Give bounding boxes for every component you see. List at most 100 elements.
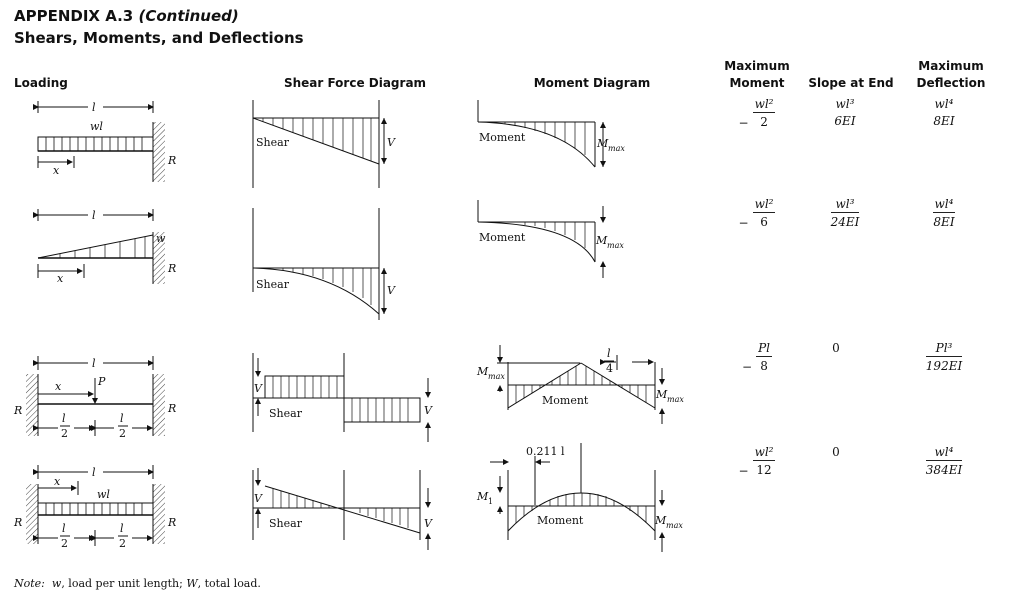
row4-dist-label: 0.211 l [526, 445, 565, 458]
row1-V-label: V [387, 136, 396, 149]
header-max-moment-line1: Maximum [724, 59, 790, 73]
row3-moment-num: Pl [756, 341, 772, 357]
row4-moment-label: Moment [537, 514, 584, 527]
header-max-moment: Maximum Moment [712, 58, 802, 92]
row1-x-label: x [53, 164, 60, 177]
row1-defl-fraction: wl⁴ 8EI [933, 97, 956, 128]
row3-Mmax-right-label: M [655, 388, 668, 401]
row2-shear-diagram: Shear V [252, 208, 396, 320]
row3-shear-label: Shear [269, 407, 303, 420]
row4-V-right-label: V [424, 517, 433, 530]
row4-moment-sign: − [738, 463, 749, 478]
row1-defl-num: wl⁴ [934, 97, 954, 111]
row2-moment-sign: − [738, 215, 749, 230]
row4-half1-den: 2 [61, 537, 68, 550]
row4-shear-label: Shear [269, 517, 303, 530]
row2-moment-num: wl² [752, 197, 776, 213]
row4-Mmax-sub: max [666, 521, 683, 530]
page-subtitle: Shears, Moments, and Deflections [14, 29, 304, 47]
row2-V-label: V [387, 284, 396, 297]
title-continued: (Continued) [138, 7, 239, 25]
header-max-deflection: Maximum Deflection [906, 58, 996, 92]
note-text-2: , load per unit length; [61, 577, 187, 590]
appendix-title: APPENDIX A.3 (Continued) [14, 7, 239, 25]
row3-V-right-label: V [424, 404, 433, 417]
note-w: w [51, 577, 62, 590]
header-loading: Loading [14, 76, 68, 90]
row2-shear-label: Shear [256, 278, 290, 291]
row1-slope-den: 6EI [834, 114, 856, 128]
row1-defl-den: 8EI [933, 114, 955, 128]
row2-slope-fraction: wl³ 24EI [830, 197, 860, 229]
row3-half2-num: l [120, 412, 124, 425]
row2-moment-label: Moment [479, 231, 526, 244]
row3-V-left-label: V [254, 382, 263, 395]
row4-Mmax-label: M [654, 514, 667, 527]
row3-moment-den: 8 [760, 359, 768, 373]
row4-V-left-label: V [254, 492, 263, 505]
note-W: W [186, 577, 198, 590]
row2-slope-den: 24EI [830, 215, 860, 229]
row4-half2-num: l [120, 522, 124, 535]
row4-moment-diagram: Moment 0.211 l M 1 M max [476, 443, 683, 552]
row4-max-moment: −wl² 12 [722, 445, 792, 478]
row4-M1-label: M [476, 490, 489, 503]
row4-shear-diagram: Shear V V [252, 468, 433, 550]
row1-shear-diagram: Shear V [252, 100, 396, 188]
row1-l-label: l [92, 101, 96, 114]
note-prefix: Note: [14, 577, 45, 590]
row4-l-label: l [92, 466, 96, 479]
row1-slope: wl³ 6EI [810, 97, 880, 128]
header-max-defl-line2: Deflection [916, 76, 986, 90]
row3-max-moment: −Pl 8 [722, 341, 792, 374]
header-max-defl-line1: Maximum [918, 59, 984, 73]
row4-slope: 0 [832, 445, 840, 459]
row2-slope-num: wl³ [830, 197, 860, 213]
row2-R-label: R [167, 262, 176, 275]
row4-loading-diagram: l x wl R R l 2 l 2 [13, 465, 176, 550]
title-main: APPENDIX A.3 [14, 7, 139, 25]
row3-half1-den: 2 [61, 427, 68, 440]
row4-half1-num: l [62, 522, 66, 535]
row3-Mmax-left-sub: max [488, 372, 505, 381]
row1-moment-sign: − [738, 115, 749, 130]
row3-moment-sign: − [742, 359, 753, 374]
row3-Mmax-left-label: M [476, 365, 489, 378]
row4-M1-sub: 1 [488, 497, 493, 506]
row1-deflection: wl⁴ 8EI [909, 97, 979, 128]
row2-Mmax-sub: max [607, 241, 624, 250]
row2-defl-den: 8EI [933, 215, 955, 229]
row2-Mmax-label: M [595, 234, 608, 247]
row4-defl-num: wl⁴ [925, 445, 963, 461]
row4-half2-den: 2 [119, 537, 126, 550]
row3-R-right-label: R [167, 402, 176, 415]
row3-moment-fraction: Pl 8 [756, 341, 772, 373]
header-slope: Slope at End [808, 76, 894, 90]
row2-loading-diagram: l w R x [33, 209, 176, 285]
row2-slope: wl³ 24EI [810, 197, 880, 229]
row1-wl-label: wl [90, 120, 103, 133]
row4-moment-den: 12 [756, 463, 772, 477]
row3-moment-label: Moment [542, 394, 589, 407]
row1-slope-fraction: wl³ 6EI [834, 97, 857, 128]
row2-x-label: x [57, 272, 64, 285]
row3-shear-diagram: Shear V V [252, 353, 433, 442]
row4-R-left-label: R [13, 516, 22, 529]
row1-slope-num: wl³ [835, 97, 855, 111]
row4-x-label: x [54, 475, 61, 488]
header-max-moment-line2: Moment [729, 76, 785, 90]
row4-moment-num: wl² [752, 445, 776, 461]
row3-R-left-label: R [13, 404, 22, 417]
row3-defl-num: Pl³ [925, 341, 963, 357]
row3-l-label: l [92, 357, 96, 370]
row1-R-label: R [167, 154, 176, 167]
row3-defl-den: 192EI [925, 359, 963, 373]
row4-R-right-label: R [167, 516, 176, 529]
row1-moment-den: 2 [760, 115, 768, 129]
